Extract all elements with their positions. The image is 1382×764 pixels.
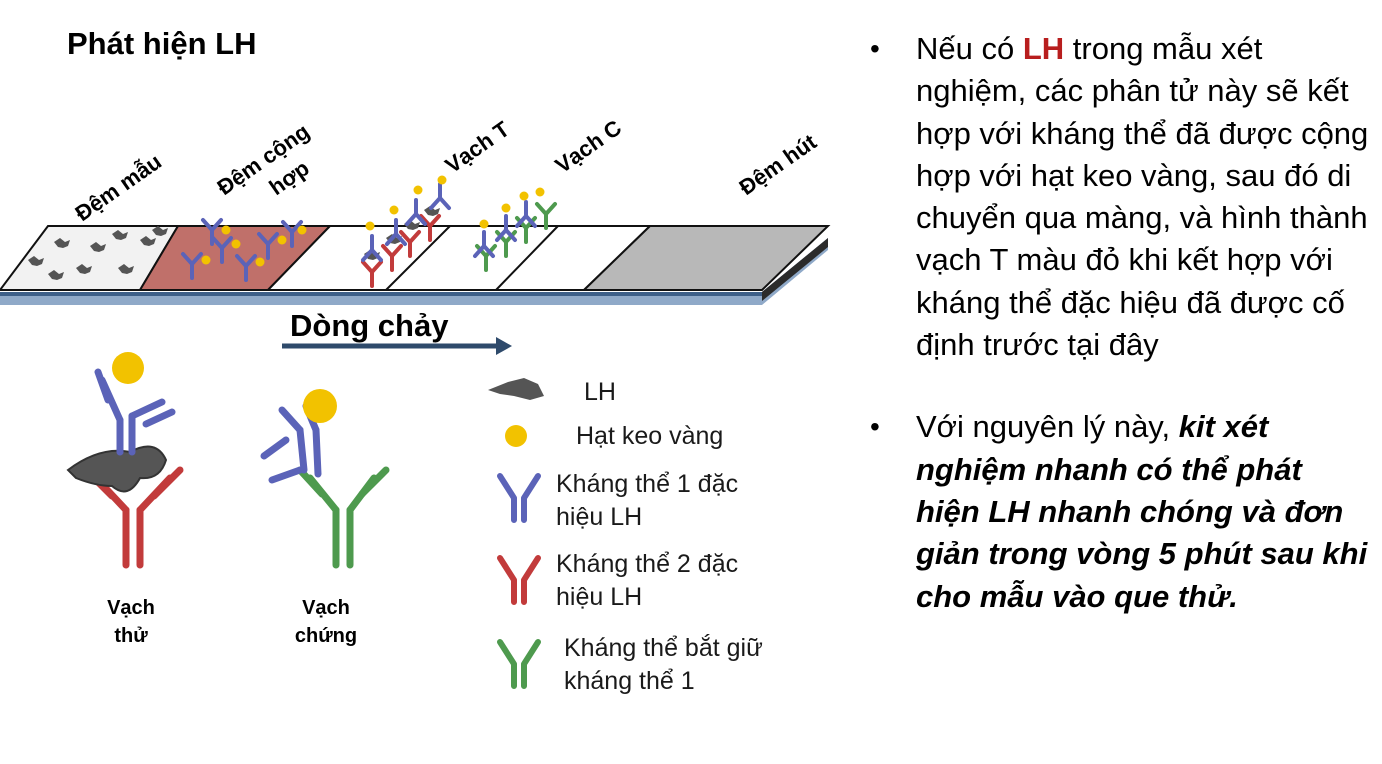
test-line-caption-2: thử [114, 625, 148, 647]
legend-ab2-line1: Kháng thể 2 đặc [556, 550, 739, 578]
bullet-1-pre: Nếu có [916, 31, 1023, 66]
bullet-1-post: trong mẫu xét nghiệm, các phân tử này sẽ… [916, 31, 1369, 363]
legend-ab1: Kháng thể 1 đặc hiệu LH [556, 468, 738, 534]
explanation-list: • Nếu có LH trong mẫu xét nghiệm, các phâ… [868, 28, 1373, 618]
lateral-flow-diagram: Đệm mẫu Đệm cộng hợp Vạch T Vạch C Đệm h… [0, 115, 831, 689]
sample-pad-label: Đệm mẫu [71, 149, 166, 226]
strip-base [0, 238, 828, 305]
bullet-1: • Nếu có LH trong mẫu xét nghiệm, các phâ… [868, 28, 1373, 366]
absorbent-pad-label: Đệm hút [735, 129, 822, 200]
legend-ab1-line2: hiệu LH [556, 503, 643, 531]
test-line-illustration [66, 352, 184, 569]
page-title: Phát hiện LH [67, 26, 257, 61]
control-line-label: Vạch C [551, 115, 627, 178]
control-line-caption: Vạch chứng [284, 594, 368, 650]
control-line-complexes [473, 187, 557, 272]
ab2-legend-icon [497, 555, 541, 605]
legend-ab1-line1: Kháng thể 1 đặc [556, 470, 739, 498]
bullet-2-pre: Với nguyên lý này, [916, 409, 1179, 445]
flow-label: Dòng chảy [290, 308, 449, 343]
capture-legend-icon [497, 639, 541, 689]
legend-capture: Kháng thể bắt giữ kháng thể 1 [564, 632, 763, 698]
legend-capture-line2: kháng thể 1 [564, 667, 695, 695]
lh-legend-icon [488, 378, 544, 400]
test-line-complexes [361, 175, 451, 288]
control-line-illustration [260, 389, 390, 569]
legend-lh: LH [584, 378, 616, 406]
legend-icons [488, 378, 544, 689]
legend-capture-line1: Kháng thể bắt giữ [564, 634, 763, 662]
bullet-1-highlight: LH [1022, 31, 1065, 66]
control-line-caption-2: chứng [294, 625, 358, 647]
control-line-caption-1: Vạch [302, 597, 350, 619]
bullet-2-emphasis: kit xét nghiệm nhanh có thể phát hiện LH… [916, 409, 1368, 614]
test-line-caption: Vạch thử [96, 594, 166, 650]
ab1-legend-icon [497, 473, 541, 523]
bullet-dot: • [870, 411, 880, 443]
legend-ab2-line2: hiệu LH [556, 583, 643, 611]
conjugate-antibodies [181, 218, 307, 282]
gold-legend-icon [505, 425, 527, 447]
bullet-2: • Với nguyên lý này, kit xét nghiệm nhanh… [868, 406, 1373, 617]
bullet-dot: • [870, 33, 880, 64]
test-line-caption-1: Vạch [107, 597, 155, 619]
legend-ab2: Kháng thể 2 đặc hiệu LH [556, 548, 738, 614]
absorbent-pad [581, 225, 831, 291]
flow-arrow [282, 337, 512, 355]
legend-gold: Hạt keo vàng [576, 422, 724, 450]
test-line-label: Vạch T [441, 116, 515, 178]
